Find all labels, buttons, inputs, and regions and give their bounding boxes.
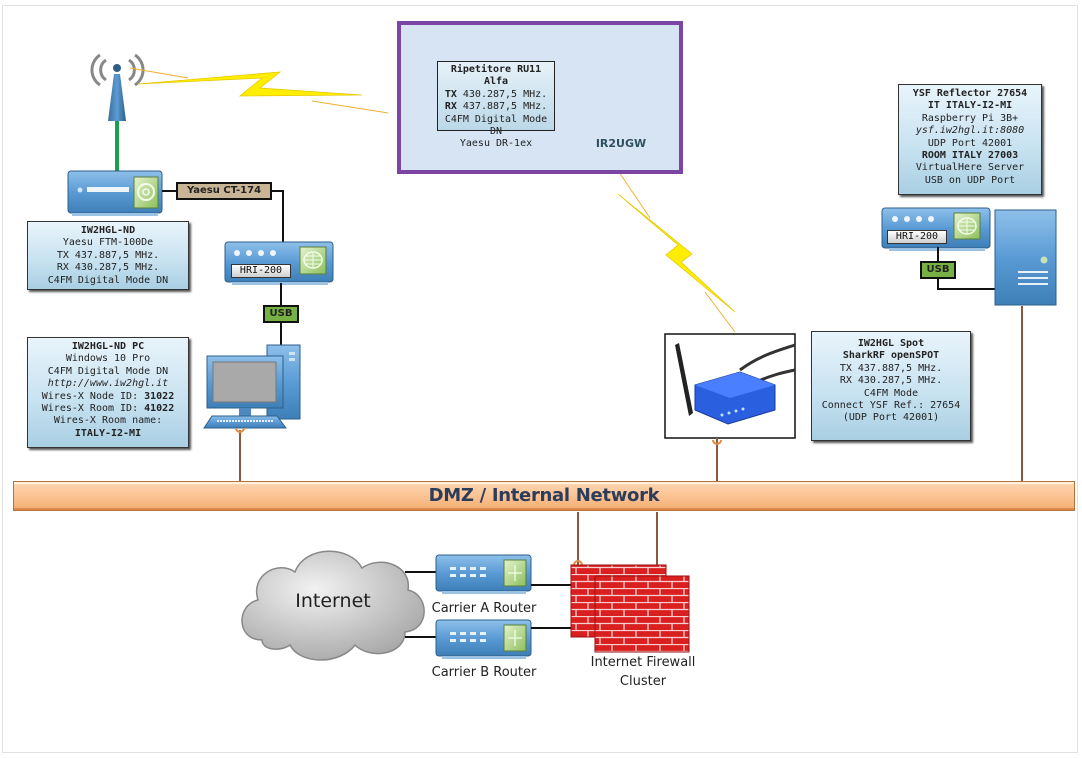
- radio-tx: TX 437.887,5 MHz.: [56, 249, 160, 261]
- hotspot-info-box: IW2HGL Spot SharkRF openSPOT TX 437.887,…: [811, 331, 971, 441]
- ysf-reflector-info-box: YSF Reflector 27654 IT ITALY-I2-MI Raspb…: [898, 84, 1042, 195]
- hotspot-tx: TX 437.887,5 MHz.: [839, 362, 943, 374]
- hotspot-title: IW2HGL Spot: [857, 338, 925, 349]
- ysf-line2: IT ITALY-I2-MI: [927, 100, 1013, 112]
- radio-link-lightning-icon-2: [617, 171, 736, 333]
- radio-mode: C4FM Digital Mode DN: [47, 274, 169, 286]
- repeater-callsign: IR2UGW: [595, 137, 647, 150]
- repeater-mode: C4FM Digital Mode DN: [444, 113, 548, 138]
- ysf-line3: Raspberry Pi 3B+: [921, 112, 1019, 124]
- firewall-label-line1: Internet Firewall: [590, 655, 696, 670]
- hotspot-rx: RX 430.287,5 MHz.: [839, 375, 943, 387]
- repeater-rx-value: 437.887,5 MHz.: [462, 101, 548, 113]
- repeater-info-box: Ripetitore RU11 Alfa TX 430.287,5 MHz. R…: [437, 61, 555, 149]
- repeater-tx-label: TX: [444, 88, 457, 100]
- pc-info-box: IW2HGL-ND PC Windows 10 Pro C4FM Digital…: [27, 337, 189, 448]
- ysf-line6: ROOM ITALY 27003: [921, 150, 1019, 162]
- pc-node-id: 31022: [144, 390, 175, 402]
- hotspot-port: (UDP Port 42001): [842, 412, 940, 424]
- carrier-a-label: Carrier A Router: [431, 601, 537, 616]
- hri200-label-left: HRI-200: [231, 264, 291, 278]
- pc-url: http://www.iw2hgl.it: [47, 378, 169, 390]
- usb-tag-left: USB: [263, 305, 299, 323]
- pc-mode: C4FM Digital Mode DN: [47, 365, 169, 377]
- pc-room-id: 41022: [144, 403, 175, 415]
- carrier-b-router-icon: [435, 619, 532, 659]
- ysf-line1: YSF Reflector 27654: [912, 88, 1028, 99]
- radio-link-lightning-icon: [129, 67, 389, 114]
- repeater-tx-value: 430.287,5 MHz.: [462, 88, 548, 100]
- repeater-model: Yaesu DR-1ex: [459, 138, 533, 150]
- hotspot-mode: C4FM Mode: [863, 387, 919, 399]
- pc-title: IW2HGL-ND PC: [71, 341, 145, 352]
- repeater-title: Ripetitore RU11 Alfa: [450, 64, 542, 88]
- ysf-line7: VirtualHere Server: [915, 162, 1025, 174]
- pc-room-label: Wires-X Room ID:: [41, 403, 139, 415]
- repeater-rx-label: RX: [444, 101, 457, 113]
- usb-tag-right: USB: [920, 261, 956, 279]
- antenna-tower-icon: [90, 53, 145, 121]
- firewall-icon: [570, 560, 690, 653]
- mobile-radio-device: [67, 170, 163, 216]
- hotspot-connect: Connect YSF Ref.: 27654: [821, 400, 961, 412]
- pc-os: Windows 10 Pro: [65, 353, 151, 365]
- carrier-b-label: Carrier B Router: [431, 665, 537, 680]
- ysf-line5: UDP Port 42001: [927, 137, 1013, 149]
- internet-label: Internet: [295, 590, 371, 612]
- dmz-label: DMZ / Internal Network: [428, 485, 660, 506]
- radio-model: Yaesu FTM-100De: [62, 237, 154, 249]
- hotspot-model: SharkRF openSPOT: [842, 350, 940, 362]
- mobile-radio-info-box: IW2HGL-ND Yaesu FTM-100De TX 437.887,5 M…: [27, 221, 189, 290]
- pc-computer-icon: [203, 344, 301, 429]
- ysf-line4: ysf.iw2hgl.it:8080: [915, 125, 1025, 137]
- pc-node-label: Wires-X Node ID:: [41, 390, 139, 402]
- internet-cloud-icon: [241, 550, 425, 661]
- radio-title: IW2HGL-ND: [80, 225, 136, 236]
- ysf-line8: USB on UDP Port: [924, 174, 1016, 186]
- hri200-label-right: HRI-200: [887, 230, 947, 244]
- dmz-network-bar: DMZ / Internal Network: [13, 481, 1075, 511]
- pc-room-name-label: Wires-X Room name:: [53, 415, 163, 427]
- cable-label-ct174: Yaesu CT-174: [176, 182, 272, 200]
- carrier-a-router-icon: [435, 554, 532, 594]
- server-tower-icon: [994, 209, 1057, 306]
- radio-rx: RX 430.287,5 MHz.: [56, 262, 160, 274]
- openspot-hotspot-photo: [664, 333, 796, 439]
- firewall-label-line2: Cluster: [619, 674, 667, 689]
- firewall-label: Internet Firewall Cluster: [578, 653, 708, 691]
- pc-room-name: ITALY-I2-MI: [74, 427, 142, 439]
- diagram-frame: [2, 5, 1078, 753]
